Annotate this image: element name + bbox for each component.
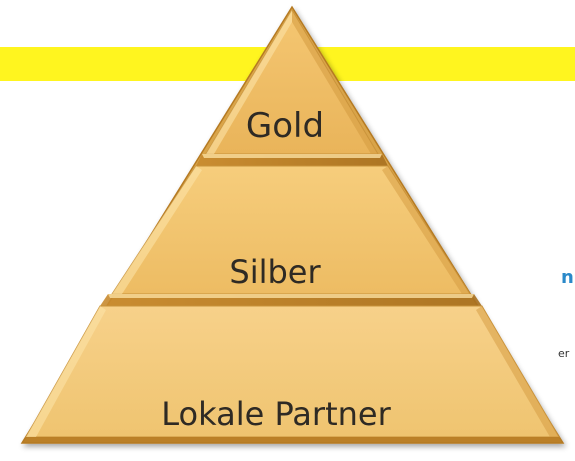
tier-label-silber: Silber <box>229 253 321 291</box>
tier-label-gold: Gold <box>246 106 324 146</box>
tier-label-lokale-partner: Lokale Partner <box>161 395 391 433</box>
